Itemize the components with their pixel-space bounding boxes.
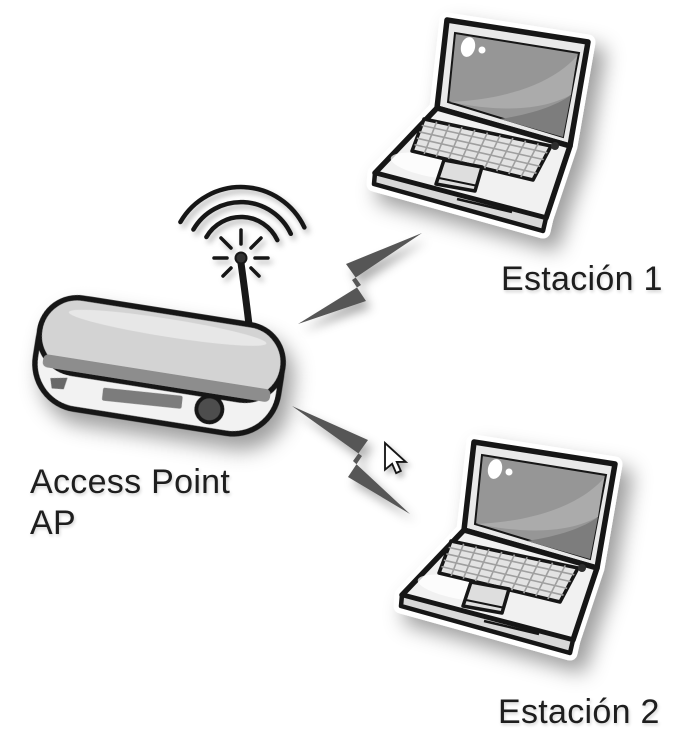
wifi-arc-outer: [178, 184, 307, 230]
wifi-waves-icon: [178, 184, 307, 278]
station-2-label: Estación 2: [498, 693, 660, 731]
ap-button: [194, 394, 225, 425]
ap-port-slot: [102, 387, 183, 409]
signal-burst-icon: [212, 228, 270, 278]
station-1-label: Estación 1: [501, 260, 663, 298]
ap-front-stripe: [42, 354, 271, 402]
ap-vent-slot: [50, 377, 68, 390]
ap-highlight: [68, 309, 267, 346]
wireless-access-point-icon: [32, 295, 286, 437]
access-point-label: Access Point AP: [30, 462, 230, 544]
wifi-arc-middle: [191, 199, 294, 237]
laptop-icon-station-2: [401, 442, 615, 653]
wifi-arc-inner: [204, 214, 280, 243]
laptop-icon-station-1: [374, 20, 588, 231]
lightning-bolt-icon-station-1: [298, 233, 422, 324]
access-point-label-line2: AP: [30, 504, 76, 542]
mouse-cursor-icon: [384, 440, 409, 475]
lightning-bolt-icon-station-2: [292, 406, 410, 514]
access-point-label-line1: Access Point: [30, 463, 231, 501]
